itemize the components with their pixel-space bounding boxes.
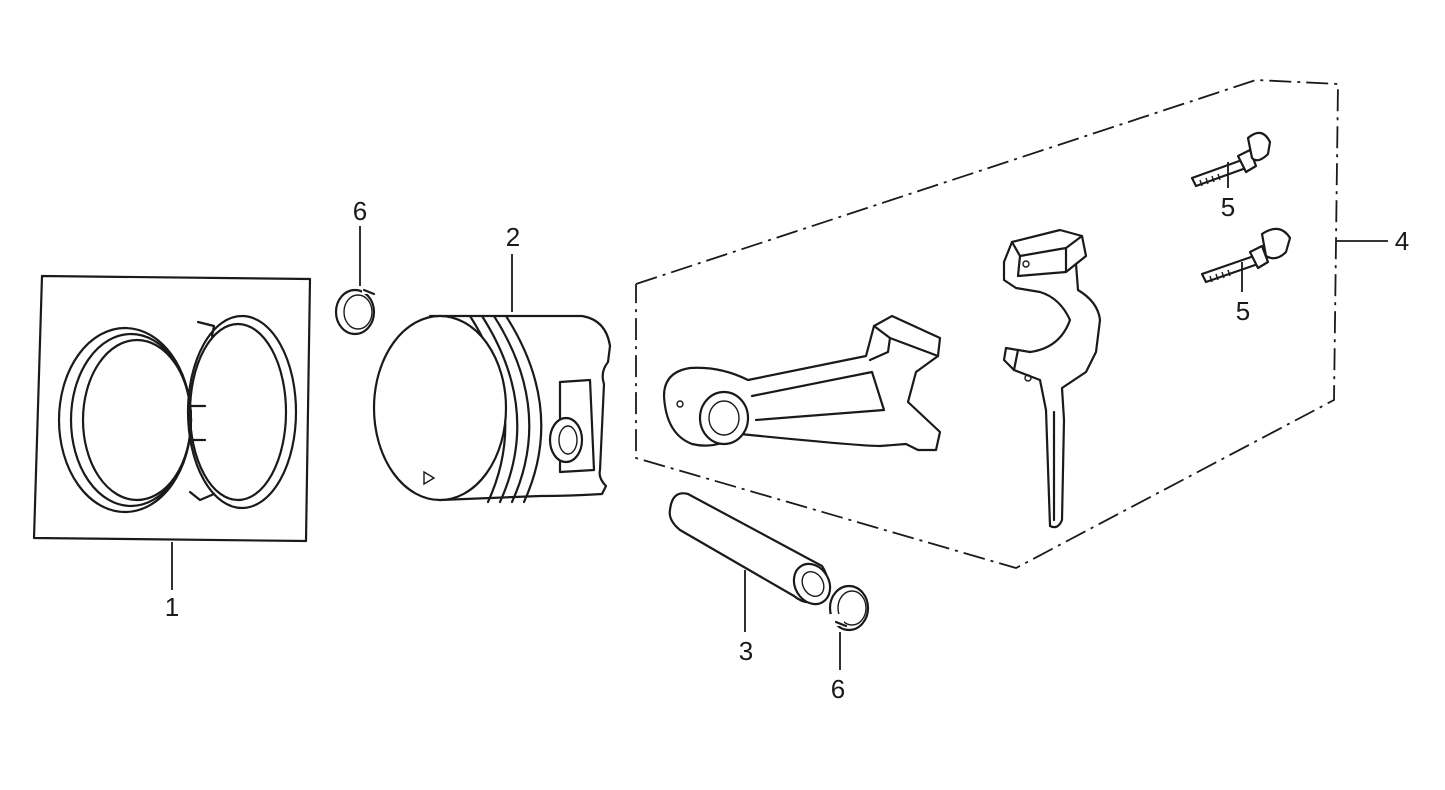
pin-clip-upper: [334, 284, 380, 336]
callout-6-lower: 6: [831, 674, 845, 704]
rod-bolt-upper: [1190, 131, 1272, 188]
callout-2: 2: [506, 222, 520, 252]
callout-1: 1: [165, 592, 179, 622]
rod-cap: [1002, 228, 1102, 529]
connecting-rod: [662, 314, 942, 452]
callout-4: 4: [1395, 226, 1409, 256]
pin-clip-lower: [828, 584, 870, 632]
piston-pin: [668, 492, 832, 606]
callout-labels: 1 2 3 4 5 5 6 6: [165, 192, 1409, 704]
callout-3: 3: [739, 636, 753, 666]
leader-lines: [171, 162, 1388, 670]
callout-5-lower: 5: [1236, 296, 1250, 326]
connecting-rod-assembly: [635, 79, 1339, 569]
callout-5-upper: 5: [1221, 192, 1235, 222]
piston: [372, 314, 612, 504]
callout-6-upper: 6: [353, 196, 367, 226]
rod-bolt-lower: [1200, 227, 1292, 284]
piston-ring-set: [32, 274, 312, 543]
